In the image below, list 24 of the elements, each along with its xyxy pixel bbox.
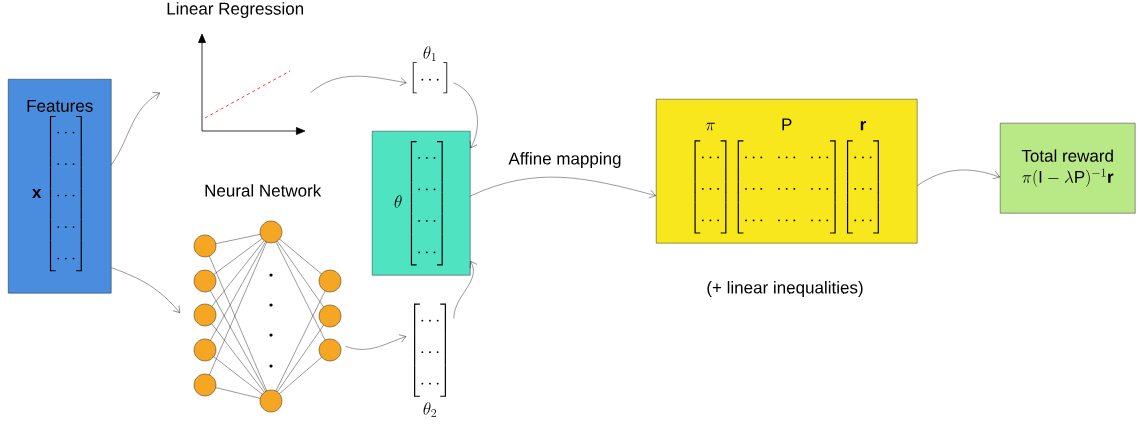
plot-title: Linear Regression (167, 2, 304, 19)
parameter-box: $\theta\begin{bmatrix}\cdots\\\cdots\\\cdots\\\cdots\end{bmatrix}$ (372, 131, 471, 276)
arrow (453, 261, 478, 319)
edge-label: Affine mapping (507, 151, 623, 169)
parameter-vector: $\begin{bmatrix}\cdots\\\cdots\\\cdots\end{bmatrix}$ $\theta_2$ (414, 303, 446, 418)
arrow (345, 334, 407, 350)
parameter-vector: $\theta_1$ $\begin{bmatrix}\,\cdots\,\end{bmatrix}$ (412, 46, 448, 94)
note-text: (+ linear inequalities) (707, 281, 863, 297)
arrow (917, 169, 1000, 186)
matrix-box: $\pi$ $\mathrm{P}$ $\mathbf{r}$ $\begin{bmatrix}\cdots\\\cdots\\\cdots\end{bmatrix}$ $\begin{bmatrix}\cdots&\cdots&\cdots\\\cdots&\cdots&\cdots\\\cdots&\cdots&\cdots\end{bmatrix}$ $\begin{bmatrix}\cdots\\\cdots\\\cdots\end{bmatrix}$ (656, 99, 918, 244)
features-box: Features $\mathbf{x}\begin{bmatrix}\cdots\\\cdots\\\cdots\\\cdots\\\cdots\end{bmatrix}$ (8, 79, 112, 294)
node-label: $\begin{bmatrix}\cdots\\\cdots\\\cdots\end{bmatrix}$ (846, 140, 879, 234)
result-box: Total reward $\pi(\mathrm{I}-\lambda\mathrm{P})^{-1}\mathbf{r}$ (1000, 123, 1136, 214)
node-label: $\begin{bmatrix}\cdots&\cdots&\cdots\\\cdots&\cdots&\cdots\\\cdots&\cdots&\cdots\end{bmatrix}$ (737, 140, 836, 234)
node-label: $\mathrm{P}$ (782, 118, 792, 131)
arrow (453, 82, 478, 149)
node-label: $\mathbf{r}$ (860, 121, 866, 131)
network-title: Neural Network (205, 184, 322, 197)
arrow (111, 267, 180, 313)
node-label: $\pi$ (705, 122, 715, 131)
node-label: $\begin{bmatrix}\cdots\\\cdots\\\cdots\end{bmatrix}$ (694, 140, 727, 234)
arrow (111, 92, 160, 165)
arrow (310, 76, 407, 93)
arrow (470, 176, 656, 199)
